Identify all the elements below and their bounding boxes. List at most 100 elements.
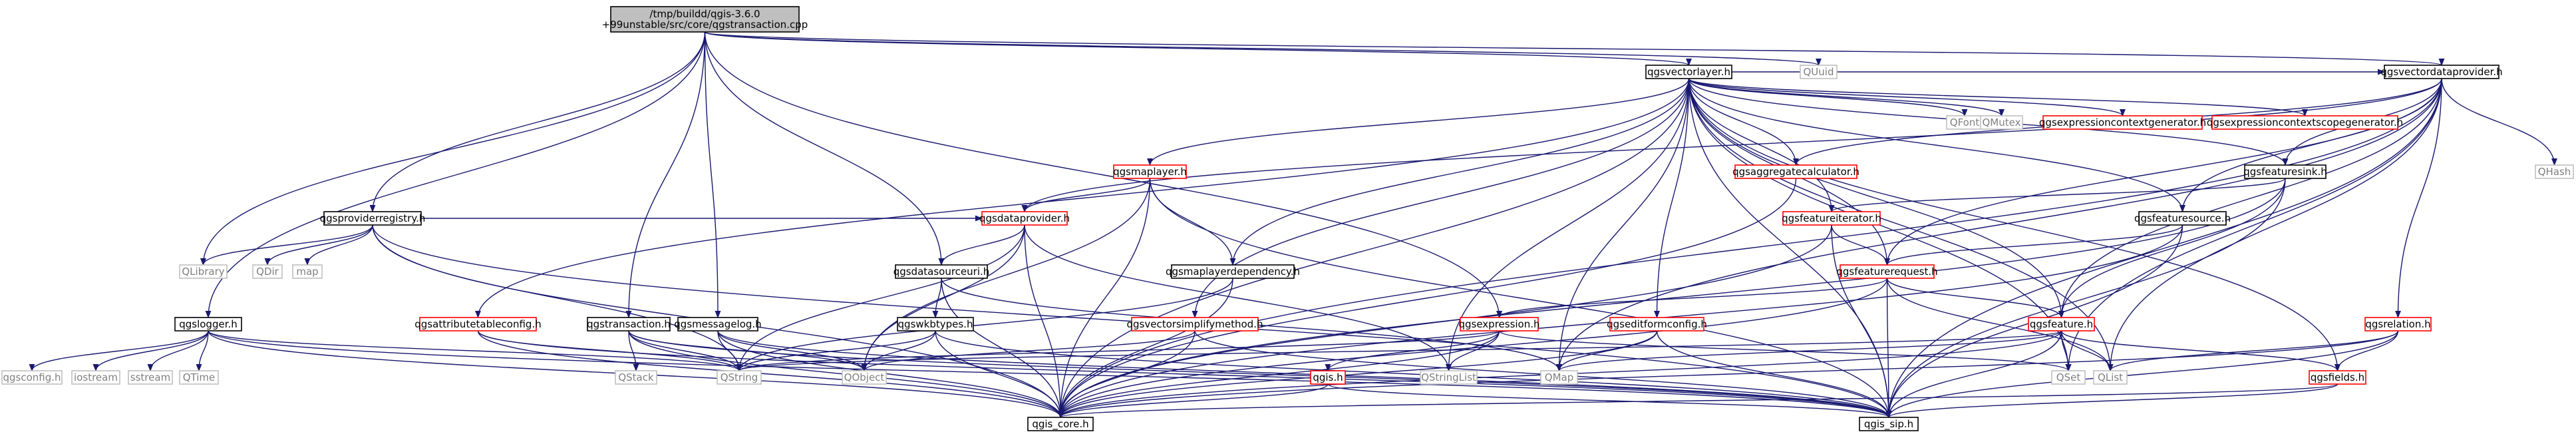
edge-qgsrelation-to-qgis-core <box>1057 330 2399 419</box>
edge-qgsfeaturesink-to-qgsfeature <box>2058 178 2286 319</box>
edge-qgsvectordataprovider-to-qgsfeature <box>2058 78 2442 319</box>
node-box <box>252 264 283 279</box>
node-label: qgsfeaturesink.h <box>2243 166 2327 178</box>
edge-qgsvectorlayer-to-qgsfeature <box>1688 78 2064 319</box>
node-qgsfeatureiterator[interactable]: qgsfeatureiterator.h <box>1782 211 1881 226</box>
node-qgslogger[interactable]: qgslogger.h <box>174 317 242 331</box>
edge-qgsmaplayerdependency-to-qgis-core <box>1057 278 1233 419</box>
edge-qgsfeature-to-qgis-sip <box>1885 330 2062 419</box>
node-label: QHash <box>2538 166 2571 178</box>
edge-root-to-quuid <box>704 31 1822 67</box>
node-qgsmaplayerdependency[interactable]: qgsmaplayerdependency.h <box>1166 264 1300 279</box>
node-qtime: QTime <box>179 370 219 385</box>
edge-qgsvectorlayer-to-qgis-sip <box>1688 78 1892 419</box>
edge-qgsvectordataprovider-to-qgsrelation <box>2395 78 2442 319</box>
node-qgsfields[interactable]: qgsfields.h <box>2309 370 2366 385</box>
node-root[interactable]: /tmp/buildd/qgis-3.6.0+99unstable/src/co… <box>602 6 808 33</box>
node-qgsfeaturesink[interactable]: qgsfeaturesink.h <box>2243 164 2327 179</box>
node-box <box>842 370 887 385</box>
node-label: QUuid <box>1804 66 1834 78</box>
node-box <box>1800 65 1838 79</box>
node-box <box>2244 164 2327 179</box>
node-box <box>71 370 120 385</box>
edge-qgsvectorlayer-to-qmutex <box>1688 78 2005 117</box>
edge-qgsrelation-to-qgsfields <box>2334 330 2399 372</box>
node-label: qgsconfig.h <box>3 371 61 383</box>
node-qgsexpression[interactable]: qgsexpression.h <box>1458 317 1540 331</box>
node-qgsaggregatecalculator[interactable]: qgsaggregatecalculator.h <box>1732 164 1859 179</box>
node-qgsconfig: qgsconfig.h <box>1 370 63 385</box>
edge-qgsfeatureiterator-to-qgis-core <box>1057 224 1832 419</box>
edge-qgsvectordataprovider-to-qmap <box>1556 78 2442 372</box>
node-qgsmaplayer[interactable]: qgsmaplayer.h <box>1113 164 1187 179</box>
node-qgsfeaturesource[interactable]: qgsfeaturesource.h <box>2134 211 2231 226</box>
node-box <box>2211 115 2398 130</box>
edge-qgsvectordataprovider-to-qhash <box>2441 78 2557 166</box>
node-qgis[interactable]: qgis.h <box>1310 370 1346 385</box>
edge-qgsvectorlayer-to-qgsexpressioncontextgenerator <box>1688 78 2126 117</box>
edge-qgswkbtypes-to-qgis-sip <box>935 330 1892 419</box>
node-qgsmessagelog[interactable]: qgsmessagelog.h <box>674 317 762 331</box>
edge-qgsvectorlayer-to-qgsfeatureiterator <box>1688 78 1835 213</box>
node-box <box>179 370 219 385</box>
edge-qgsmaplayer-to-qgis-core <box>1057 178 1151 419</box>
node-qgis-core[interactable]: qgis_core.h <box>1027 417 1094 431</box>
node-label: QStringList <box>1421 371 1476 383</box>
node-label: qgsvectordataprovider.h <box>2380 66 2502 78</box>
edge-qgsproviderregistry-to-qdir <box>264 224 373 266</box>
node-box <box>1782 211 1881 226</box>
node-qgsdataprovider[interactable]: qgsdataprovider.h <box>979 211 1070 226</box>
node-qgstransaction[interactable]: qgstransaction.h <box>587 317 671 331</box>
edge-qgsvectorlayer-to-qmap <box>1556 78 1690 372</box>
node-box <box>1171 264 1295 279</box>
node-qgsfeaturerequest[interactable]: qgsfeaturerequest.h <box>1836 264 1938 279</box>
node-map: map <box>292 264 323 279</box>
edge-qgsdatasourceuri-to-qgis-core <box>941 278 1064 419</box>
node-label: qgswkbtypes.h <box>898 318 973 330</box>
edge-qgsexpression-to-qstring <box>736 330 1500 372</box>
node-box <box>1131 317 1259 331</box>
node-qgsvectorlayer[interactable]: qgsvectorlayer.h <box>1645 65 1732 79</box>
node-box <box>2042 115 2203 130</box>
edge-qgslogger-to-qstring <box>208 330 742 372</box>
node-box <box>1609 317 1704 331</box>
node-qgsexpressioncontextscopegenerator[interactable]: qgsexpressioncontextscopegenerator.h <box>2207 115 2403 130</box>
node-label: QSet <box>2056 371 2081 383</box>
edge-qgslogger-to-qgsconfig <box>29 330 209 372</box>
edge-qgsvectorlayer-to-qgsattributetableconfig <box>475 78 1690 319</box>
edge-qgsfeaturerequest-to-qgis-core <box>1057 278 1888 419</box>
node-label: qgsfields.h <box>2311 371 2364 383</box>
edge-qgsdataprovider-to-qgis-core <box>1024 224 1064 419</box>
edge-qgsvectorlayer-to-qlist <box>1688 78 2114 372</box>
node-qgis-sip[interactable]: qgis_sip.h <box>1859 417 1919 431</box>
node-label: qgsattributetableconfig.h <box>414 318 541 330</box>
node-qdir: QDir <box>252 264 283 279</box>
node-qgsfeature[interactable]: qgsfeature.h <box>2028 317 2095 331</box>
node-label: qgsfeatureiterator.h <box>1782 212 1881 224</box>
node-qgseditformconfig[interactable]: qgseditformconfig.h <box>1607 317 1707 331</box>
node-label: qgsmaplayerdependency.h <box>1166 266 1300 278</box>
node-qgswkbtypes[interactable]: qgswkbtypes.h <box>897 317 974 331</box>
node-qstack: QStack <box>615 370 657 385</box>
node-qgsdatasourceuri[interactable]: qgsdatasourceuri.h <box>893 264 990 279</box>
node-qgsvectorsimplifymethod[interactable]: qgsvectorsimplifymethod.h <box>1127 317 1263 331</box>
node-qgsrelation[interactable]: qgsrelation.h <box>2364 317 2432 331</box>
node-box <box>174 317 242 331</box>
node-qgsattributetableconfig[interactable]: qgsattributetableconfig.h <box>414 317 542 331</box>
node-label: qgsfeaturerequest.h <box>1836 266 1937 278</box>
node-label: iostream <box>74 371 118 383</box>
edge-qgis-to-qgis-sip <box>1327 383 1892 419</box>
node-qgsexpressioncontextgenerator[interactable]: qgsexpressioncontextgenerator.h <box>2039 115 2206 130</box>
edge-qgsfields-to-qgis-core <box>1058 383 2338 419</box>
node-qgsproviderregistry[interactable]: qgsproviderregistry.h <box>320 211 426 226</box>
edge-qgsdataprovider-to-qstringlist <box>1024 224 1452 372</box>
node-qgsvectordataprovider[interactable]: qgsvectordataprovider.h <box>2380 65 2503 79</box>
node-box <box>587 317 671 331</box>
node-box <box>2028 317 2095 331</box>
node-box <box>717 370 762 385</box>
edge-qgseditformconfig-to-qmap <box>1556 330 1658 372</box>
edge-qgsmaplayer-to-qgis-sip <box>1149 178 1892 419</box>
node-box <box>981 211 1068 226</box>
edge-qgsvectordataprovider-to-qgsdataprovider <box>1021 78 2442 213</box>
node-box <box>2364 317 2432 331</box>
